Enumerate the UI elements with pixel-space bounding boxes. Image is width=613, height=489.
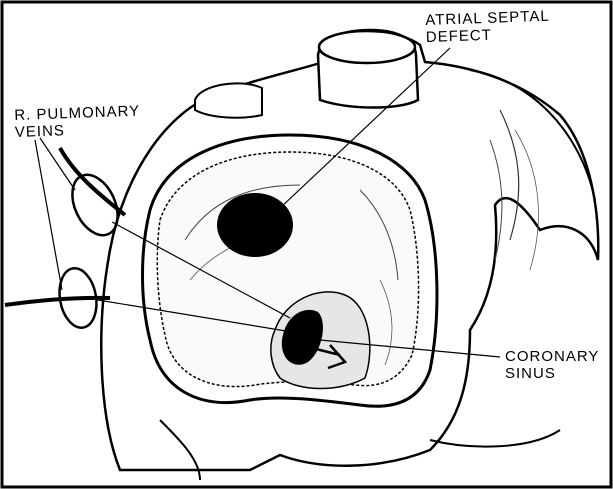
label-line: CORONARY bbox=[505, 348, 599, 365]
probe-lower bbox=[5, 298, 110, 305]
leader-pulm-b bbox=[35, 140, 62, 290]
label-atrial-septal-defect: ATRIAL SEPTAL DEFECT bbox=[425, 8, 551, 46]
atrial-septal-defect-hole bbox=[217, 193, 293, 257]
label-coronary-sinus: CORONARY SINUS bbox=[505, 348, 599, 382]
label-line: SINUS bbox=[505, 365, 599, 382]
label-pulmonary-veins: R. PULMONARY VEINS bbox=[14, 103, 141, 141]
